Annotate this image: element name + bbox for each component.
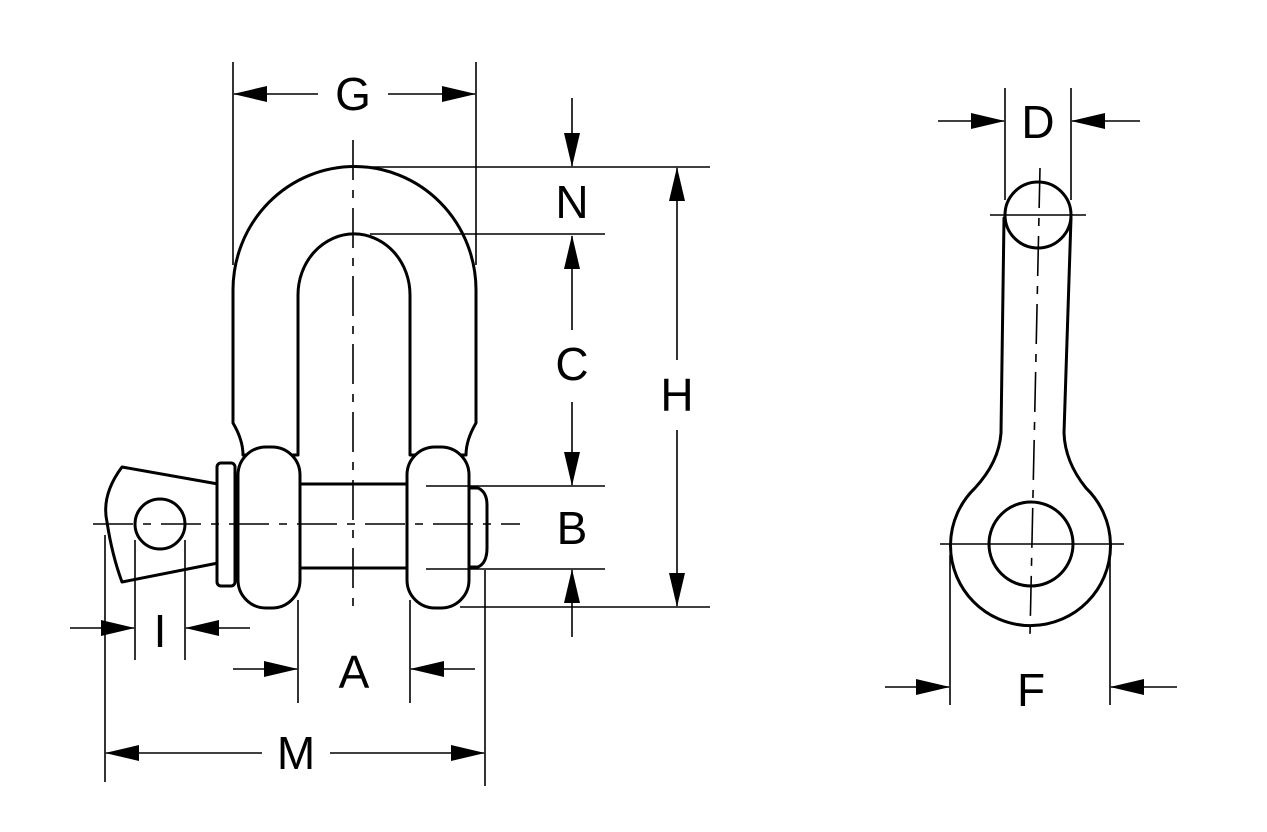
dimension-n: N [353,98,710,235]
dimension-c: C [555,235,589,486]
shackle-bow [231,164,478,457]
dimension-i: I [70,540,250,660]
dimension-g: G [232,62,477,265]
label-m: M [277,727,315,779]
label-c: C [555,338,588,390]
label-d: D [1021,96,1054,148]
pin-tip [464,486,489,569]
dimension-f: F [885,555,1177,716]
label-n: N [555,176,588,228]
label-h: H [660,369,693,421]
dimension-h: H [460,167,710,608]
side-profile [949,216,1112,628]
front-view: G N C B H [70,62,710,786]
label-i: I [154,605,167,657]
label-a: A [339,646,370,698]
side-vertical-centerline [1029,167,1041,636]
dimension-d: D [938,88,1140,200]
label-g: G [335,68,371,120]
right-eye-boss [405,445,471,610]
dimension-a: A [233,600,475,703]
label-b: B [557,502,588,554]
dimension-b: B [426,485,605,637]
dimension-m: M [104,535,486,786]
label-f: F [1017,664,1045,716]
left-eye-boss [236,445,302,610]
side-view: D F [885,88,1177,716]
